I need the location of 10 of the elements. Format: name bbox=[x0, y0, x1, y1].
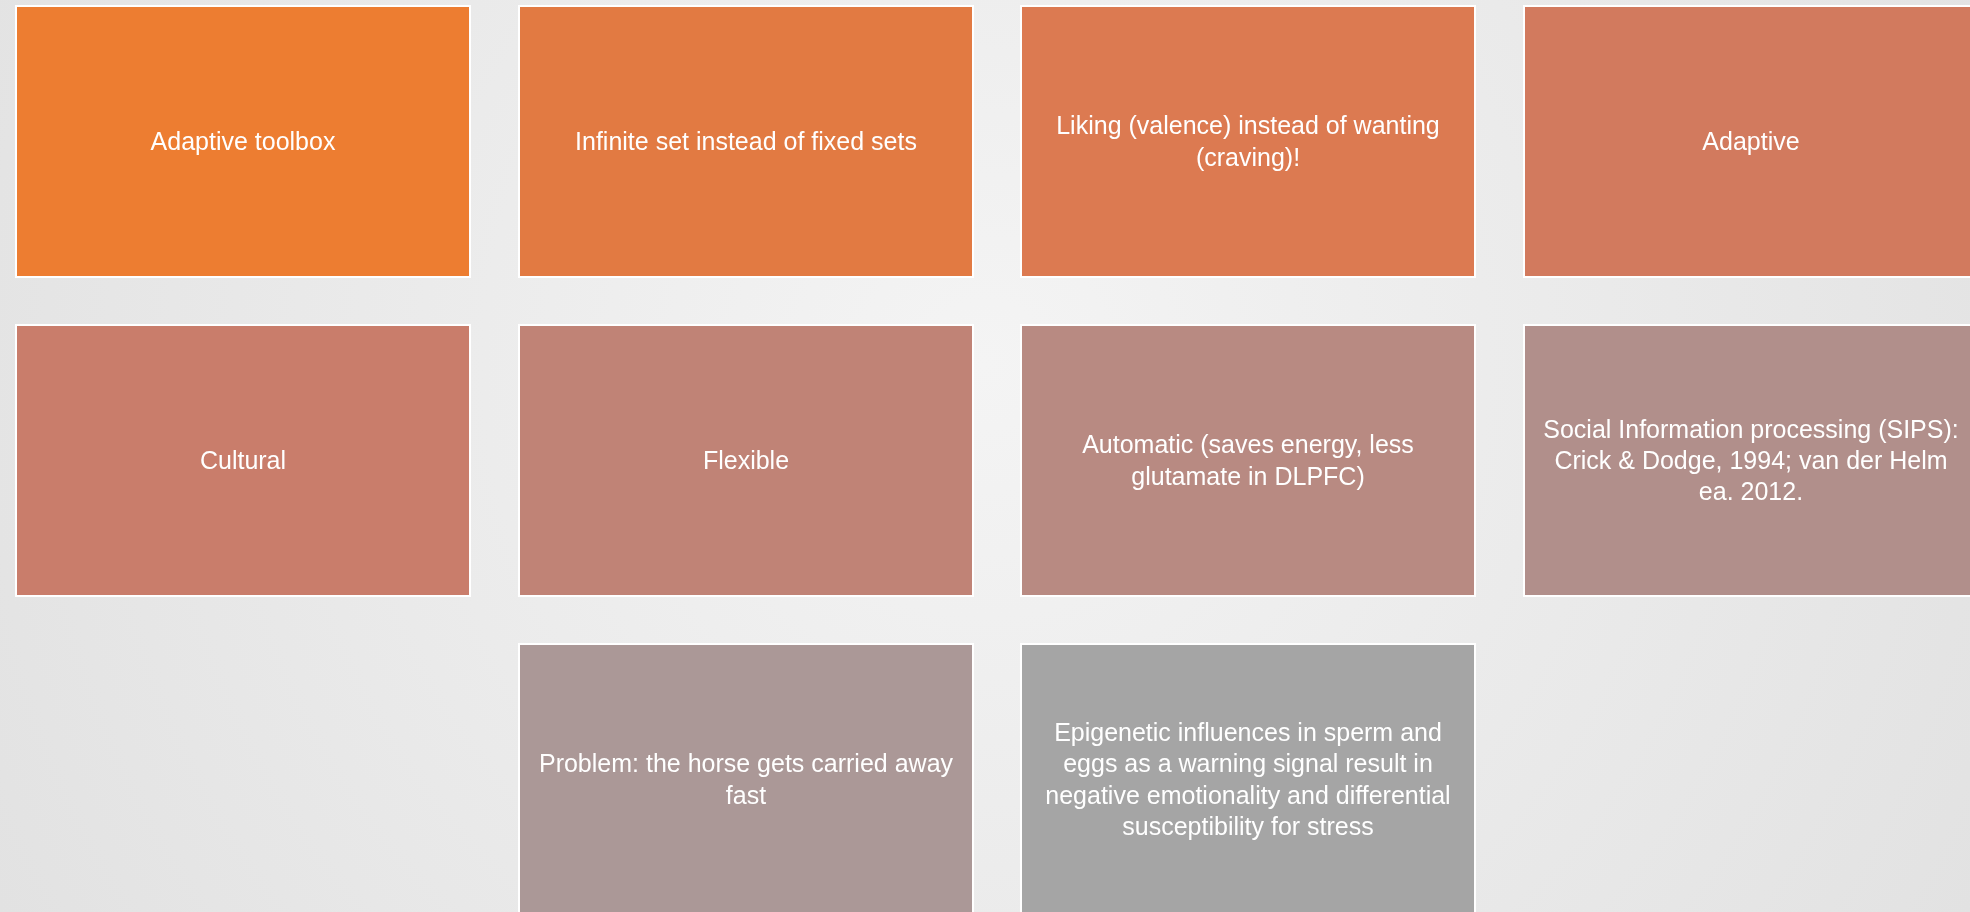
text-tile: Flexible bbox=[518, 324, 974, 597]
text-tile: Adaptive toolbox bbox=[15, 5, 471, 278]
text-tile: Epigenetic influences in sperm and eggs as a warning signal result in negative emotionality and differential susceptibility for stress bbox=[1020, 643, 1476, 912]
text-tile: Liking (valence) instead of wanting (craving)! bbox=[1020, 5, 1476, 278]
text-tile: Problem: the horse gets carried away fast bbox=[518, 643, 974, 912]
text-tile: Social Information processing (SIPS): Crick & Dodge, 1994; van der Helm ea. 2012. bbox=[1523, 324, 1970, 597]
text-tile: Cultural bbox=[15, 324, 471, 597]
text-tile: Adaptive bbox=[1523, 5, 1970, 278]
text-tile: Infinite set instead of fixed sets bbox=[518, 5, 974, 278]
text-tile: Automatic (saves energy, less glutamate in DLPFC) bbox=[1020, 324, 1476, 597]
